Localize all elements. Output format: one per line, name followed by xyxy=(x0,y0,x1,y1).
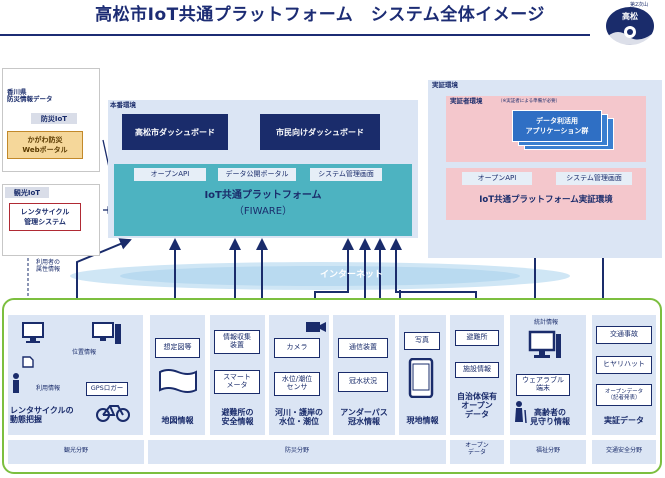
facility-info: 施設情報 xyxy=(455,362,499,378)
category-traffic: 交通安全分野 xyxy=(592,440,656,464)
kagawa-title: 香川県 防災情報データ xyxy=(7,88,53,104)
communication-device: 通信装置 xyxy=(338,338,388,358)
shelter-field-name: 避難所の 安全情報 xyxy=(221,408,254,427)
water-level-sensor: 水位/潮位 センサ xyxy=(274,372,320,396)
page-title: 高松市IoT共通プラットフォーム システム全体イメージ xyxy=(95,5,545,25)
internet-label: インターネット xyxy=(320,270,384,280)
title-underline xyxy=(0,34,590,36)
bousai-iot-label: 防災IoT xyxy=(31,113,77,124)
monitor-icon xyxy=(22,322,44,343)
production-label: 本番環境 xyxy=(110,101,136,109)
verif-platform-title: IoT共通プラットフォーム実証環境 xyxy=(479,195,613,205)
category-tourism: 観光分野 xyxy=(8,440,144,464)
verification-label: 実証環境 xyxy=(432,81,458,89)
evacuation-center: 避難所 xyxy=(455,330,499,346)
desktop-monitor-icon xyxy=(528,330,561,358)
production-environment: 本番環境 高松市ダッシュボード 市民向けダッシュボード オープンAPI データ公… xyxy=(108,100,418,238)
elderly-person-icon xyxy=(515,401,527,424)
traffic-opendata: オープンデータ （記者発表） xyxy=(596,384,652,406)
data-portal-tab: データ公開ポータル xyxy=(218,168,296,181)
underpass-field-name: アンダーパス 冠水情報 xyxy=(340,408,388,427)
camera-icon xyxy=(306,322,326,332)
dashboard-citizen: 市民向けダッシュボード xyxy=(260,114,380,150)
elderly-field-name: 高齢者の 見守り情報 xyxy=(530,408,570,427)
takamatsu-city-logo: 第2次山 高松 xyxy=(596,2,656,46)
map-icon xyxy=(159,369,197,393)
category-opendata: オープン データ xyxy=(450,440,504,464)
category-disaster: 防災分野 xyxy=(148,440,446,464)
operator-label: 実証者環境 xyxy=(450,97,483,105)
person-icon xyxy=(13,373,19,393)
platform-fiware: （FIWARE） xyxy=(233,206,293,217)
assumed-map: 想定図等 xyxy=(155,338,200,358)
bicycle-icon xyxy=(96,405,130,422)
system-admin-tab: システム管理画面 xyxy=(310,168,382,181)
kanko-panel: 観光IoT レンタサイクル 管理システム xyxy=(2,184,100,256)
map-field-name: 地図情報 xyxy=(161,416,194,425)
traffic-field-name: 実証データ xyxy=(604,416,644,425)
open-api-tab: オープンAPI xyxy=(134,168,206,181)
info-collector: 情報収集 装置 xyxy=(214,330,260,354)
camera-box: カメラ xyxy=(274,338,320,358)
statistics-info: 統計情報 xyxy=(534,319,559,326)
operator-note: （※実証者による準備が必要） xyxy=(498,99,561,104)
logo-city: 高松 xyxy=(622,12,638,21)
kagawa-portal: かがわ防災 Webポータル xyxy=(7,131,83,159)
operator-environment: 実証者環境 （※実証者による準備が必要） データ利活用 アプリケーション群 xyxy=(446,96,646,162)
position-info: 位置情報 xyxy=(72,349,97,356)
rental-field-name: レンタサイクルの 動態把握 xyxy=(10,406,74,425)
verif-system-admin: システム管理画面 xyxy=(556,172,632,185)
verification-platform: オープンAPI システム管理画面 IoT共通プラットフォーム実証環境 xyxy=(446,168,646,220)
smart-meter: スマート メータ xyxy=(214,370,260,394)
near-miss: ヒヤリハット xyxy=(596,356,652,374)
verification-environment: 実証環境 実証者環境 （※実証者による準備が必要） データ利活用 アプリケーショ… xyxy=(428,80,662,258)
smartphone-icon xyxy=(408,358,434,398)
river-field-name: 河川・護岸の 水位・潮位 xyxy=(275,408,323,427)
verif-open-api: オープンAPI xyxy=(462,172,532,185)
flood-status: 冠水状況 xyxy=(338,372,388,392)
logo-caption: 第2次山 xyxy=(630,2,649,8)
traffic-accident: 交通事故 xyxy=(596,326,652,344)
dashboard-city: 高松市ダッシュボード xyxy=(122,114,228,150)
document-icon xyxy=(22,356,34,368)
kanko-iot-label: 観光IoT xyxy=(5,187,49,198)
rental-cycle-system: レンタサイクル 管理システム xyxy=(9,203,81,231)
category-welfare: 福祉分野 xyxy=(510,440,586,464)
site-field-name: 現地情報 xyxy=(406,416,439,425)
opendata-field-name: 自治体保有 オープン データ xyxy=(457,392,497,420)
usage-info: 利用情報 xyxy=(36,385,61,392)
app-group: データ利活用 アプリケーション群 xyxy=(512,110,602,142)
platform-title: IoT共通プラットフォーム xyxy=(204,190,322,201)
user-attribute-info: 利用者の 属性情報 xyxy=(36,259,61,273)
kagawa-panel: 香川県 防災情報データ 防災IoT かがわ防災 Webポータル xyxy=(2,68,100,172)
wearable-device: ウェアラブル 端末 xyxy=(516,374,570,396)
gps-logger: GPSロガー xyxy=(86,382,128,396)
iot-platform: オープンAPI データ公開ポータル システム管理画面 IoT共通プラットフォーム… xyxy=(114,164,412,236)
photo-box: 写真 xyxy=(404,332,440,350)
desktop-pc-icon xyxy=(92,322,121,344)
